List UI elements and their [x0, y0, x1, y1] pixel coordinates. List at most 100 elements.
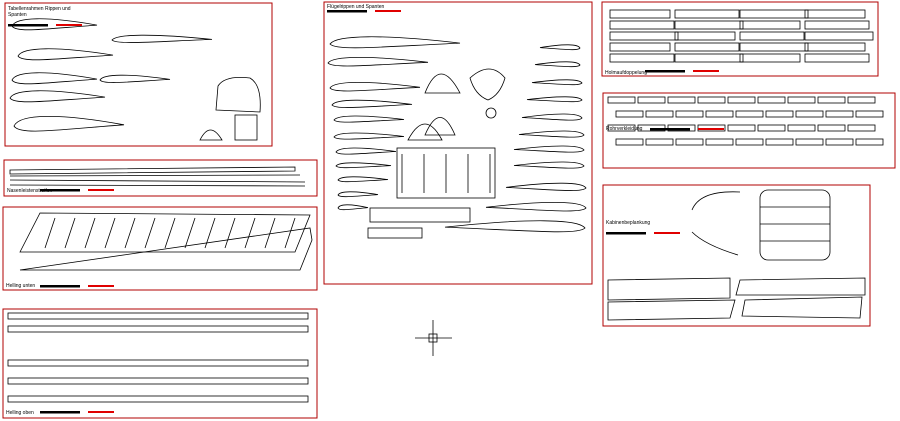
sheet-title: Kabinenbeplankung — [606, 220, 650, 226]
spar-piece — [609, 9, 671, 19]
sheeting-line — [64, 217, 76, 249]
planking-piece — [645, 110, 674, 118]
scale-bar — [40, 285, 80, 288]
airfoil-rib — [335, 147, 397, 155]
scale-bar-red — [56, 24, 82, 26]
planking-piece — [607, 96, 636, 104]
spar-piece — [609, 20, 675, 30]
airfoil-rib — [331, 99, 413, 108]
airfoil-rib — [329, 82, 421, 92]
spar-piece — [739, 42, 809, 52]
sheet-title: Helling oben — [6, 410, 34, 416]
sheet-frame-sheeting-upper — [2, 308, 318, 419]
planking-piece — [787, 96, 816, 104]
airfoil-rib — [99, 74, 171, 83]
scale-bar-red — [698, 128, 724, 130]
sheeting-panel — [19, 227, 313, 271]
sheet-frame-wing-ribs — [323, 1, 593, 285]
sheeting-line — [284, 217, 296, 249]
airfoil-rib — [111, 34, 213, 43]
sheeting-line — [44, 217, 56, 249]
crosshair-cursor-icon — [415, 320, 452, 356]
cabin-skin — [607, 277, 731, 301]
scale-bar-red — [693, 70, 719, 72]
airfoil-rib — [17, 48, 114, 61]
airfoil-rib — [11, 72, 98, 85]
planking-piece — [825, 138, 854, 146]
sheeting-line — [124, 217, 136, 249]
frame-former — [424, 117, 456, 136]
sheet-frame-spars — [601, 1, 879, 77]
airfoil-rib — [329, 36, 461, 49]
jig-strip — [369, 207, 471, 223]
spar-strip — [7, 377, 309, 385]
sheet-title: Nasenleistenstreifen — [7, 188, 53, 194]
sheeting-panel — [19, 212, 311, 253]
airfoil-rib — [513, 145, 585, 153]
sheeting-line — [164, 217, 176, 249]
scale-bar-red — [654, 232, 680, 234]
planking-piece — [645, 138, 674, 146]
airfoil-rib — [534, 61, 581, 68]
lightened-plate — [234, 114, 258, 141]
planking-piece — [637, 96, 666, 104]
sheet-frame-sheeting-lower — [2, 206, 318, 291]
sheet-frame-strips — [3, 159, 318, 197]
scale-bar-red — [375, 10, 401, 12]
planking-piece — [757, 124, 786, 132]
jig-strip — [367, 227, 423, 239]
spar-piece — [674, 53, 744, 63]
planking-piece — [765, 138, 794, 146]
airfoil-rib — [521, 113, 583, 121]
planking-piece — [825, 110, 854, 118]
spar-piece — [674, 31, 736, 41]
sheet-title: Tabellenrahmen Rippen und — [8, 6, 71, 12]
planking-piece — [787, 124, 816, 132]
airfoil-rib — [9, 90, 106, 103]
scale-bar — [650, 128, 690, 131]
spar-strip — [7, 359, 309, 367]
spar-piece — [739, 53, 801, 63]
spar-strip — [7, 395, 309, 403]
strip — [9, 166, 296, 175]
spar-strip — [7, 312, 309, 320]
planking-piece — [757, 96, 786, 104]
sheet-title: Rohrverkleidung — [606, 126, 643, 132]
planking-piece — [615, 138, 644, 146]
cabin-skin — [741, 296, 863, 319]
sheet-frame-planking — [602, 92, 896, 169]
planking-piece — [667, 96, 696, 104]
scale-bar — [645, 70, 685, 73]
cabin-skin — [735, 277, 866, 296]
scale-bar — [327, 10, 367, 13]
scale-bar-red — [88, 285, 114, 287]
airfoil-rib — [333, 132, 405, 140]
sheeting-line — [184, 217, 196, 249]
sheet-title: Helling unten — [6, 283, 35, 289]
planking-piece — [817, 124, 846, 132]
sheeting-line — [84, 217, 96, 249]
planking-piece — [675, 138, 704, 146]
spar-piece — [739, 20, 801, 30]
spar-piece — [804, 31, 874, 41]
airfoil-rib — [526, 96, 583, 103]
frame-former — [469, 68, 506, 101]
cabin-frame — [215, 76, 261, 113]
airfoil-rib — [337, 204, 369, 211]
scale-bar — [40, 189, 80, 192]
planking-piece — [705, 110, 734, 118]
airfoil-rib — [518, 130, 585, 138]
planking-piece — [847, 124, 876, 132]
planking-piece — [675, 110, 704, 118]
sheet-title: Flügelrippen und Spanten — [327, 4, 384, 10]
spar-piece — [804, 9, 866, 19]
spar-piece — [609, 53, 675, 63]
planking-piece — [855, 110, 884, 118]
sheet-frame-ribs-left — [4, 2, 273, 147]
sheeting-line — [244, 217, 256, 249]
cabin-skin — [607, 299, 736, 321]
sheeting-line — [264, 217, 276, 249]
bulkhead — [199, 129, 223, 141]
sheet-title-line2: Spanten — [8, 12, 27, 18]
